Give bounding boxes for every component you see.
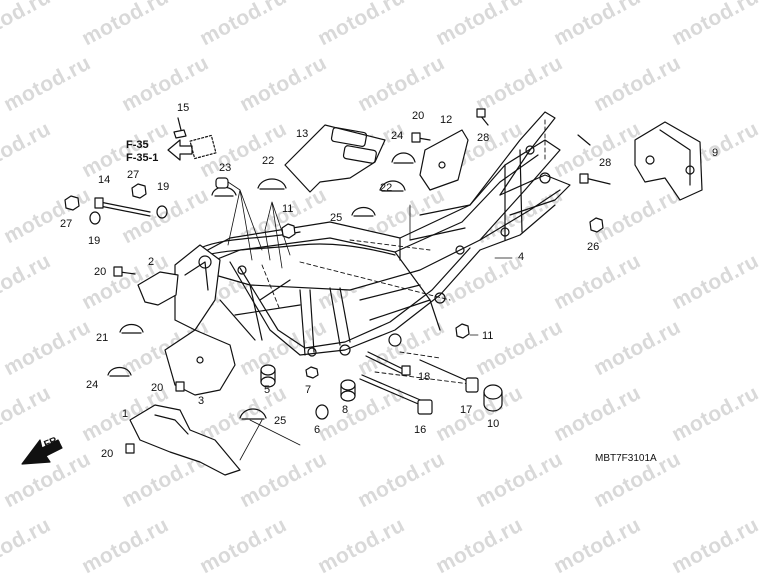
reference-arrow	[167, 134, 217, 161]
part-2-bracket	[137, 271, 179, 306]
callout-20: 20	[94, 266, 107, 278]
callout-11b: 11	[482, 330, 494, 342]
callout-16: 16	[414, 424, 427, 436]
diagram-code: MBT7F3101A	[595, 453, 657, 464]
callout-26: 26	[587, 241, 600, 253]
callout-27b: 27	[60, 218, 73, 230]
callout-15: 15	[177, 102, 190, 114]
part-9-bracket	[634, 121, 703, 201]
callout-19b: 19	[88, 235, 101, 247]
main-frame	[174, 111, 571, 357]
callout-10: 10	[487, 418, 500, 430]
callout-18: 18	[418, 371, 431, 383]
callout-19: 19	[157, 181, 170, 193]
callout-24b: 24	[86, 379, 99, 391]
leader-lines	[261, 119, 546, 385]
callout-25b: 25	[274, 415, 287, 427]
callout-2: 2	[148, 256, 155, 268]
callout-3: 3	[198, 395, 205, 407]
part-13-plate	[284, 124, 386, 193]
callout-28b: 28	[599, 157, 612, 169]
callout-22b: 22	[380, 182, 393, 194]
reference-label-f35[interactable]: F-35	[126, 139, 149, 151]
part-12-bracket	[419, 129, 469, 191]
callout-leaders	[227, 181, 513, 461]
callout-9: 9	[712, 147, 719, 159]
callout-25: 25	[330, 212, 343, 224]
callout-6: 6	[314, 424, 321, 436]
callout-8: 8	[342, 404, 349, 416]
callout-22: 22	[262, 155, 275, 167]
callout-12: 12	[440, 114, 453, 126]
callout-27: 27	[127, 169, 140, 181]
callout-1: 1	[122, 408, 129, 420]
callout-4: 4	[518, 251, 525, 263]
part-1-cover	[129, 404, 241, 476]
callout-11: 11	[282, 203, 294, 215]
callout-17: 17	[460, 404, 473, 416]
fasteners	[64, 108, 611, 454]
front-arrow-icon	[21, 439, 63, 465]
callout-20b: 20	[412, 110, 425, 122]
callout-5: 5	[264, 384, 271, 396]
callout-20c: 20	[151, 382, 164, 394]
reference-label-f35-1[interactable]: F-35-1	[126, 152, 159, 164]
callout-28: 28	[477, 132, 490, 144]
callout-23: 23	[219, 162, 232, 174]
callout-14: 14	[98, 174, 111, 186]
callout-24: 24	[391, 130, 404, 142]
callout-20d: 20	[101, 448, 114, 460]
callout-21: 21	[96, 332, 109, 344]
callout-7: 7	[305, 384, 312, 396]
callout-13: 13	[296, 128, 309, 140]
